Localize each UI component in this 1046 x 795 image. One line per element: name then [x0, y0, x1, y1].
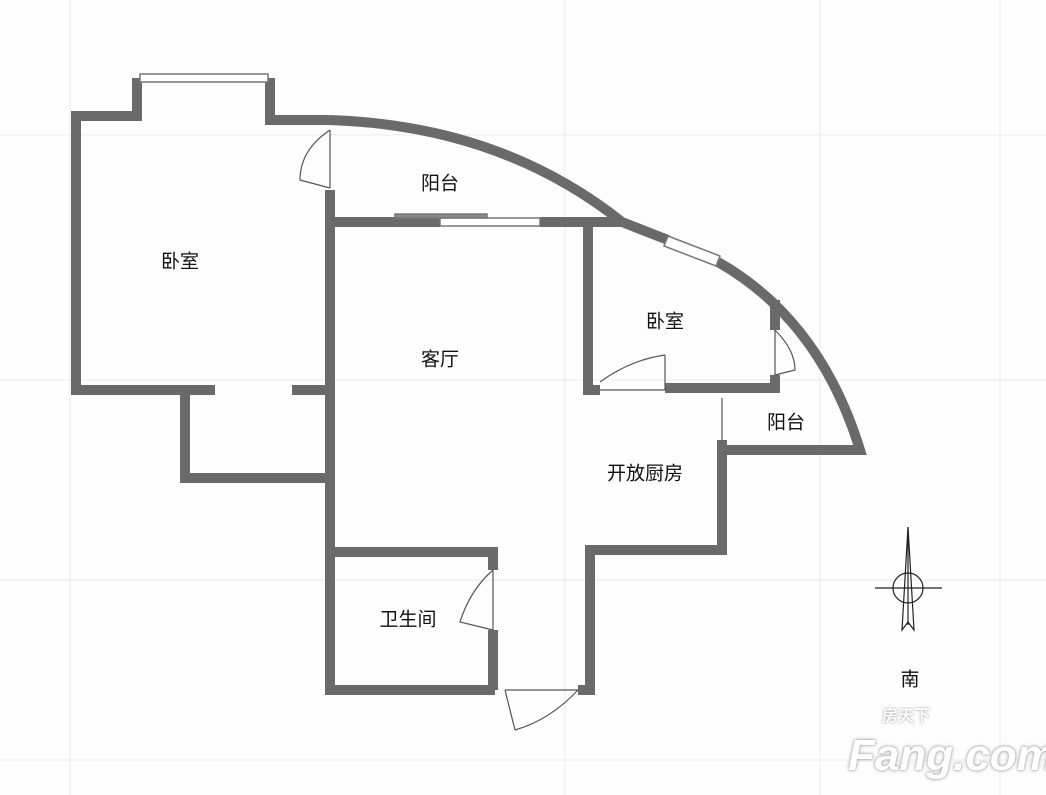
room-label-bedroom-left: 卧室	[160, 250, 200, 273]
windows	[139, 73, 721, 267]
compass-icon	[875, 526, 942, 632]
watermark-chinese: 房天下	[882, 706, 931, 725]
room-label-bedroom-right: 卧室	[645, 310, 685, 333]
watermark-logo: Fang.com	[848, 731, 1046, 780]
compass-direction-label: 南	[900, 668, 920, 691]
walls	[71, 78, 867, 695]
doors	[299, 129, 796, 731]
room-label-open-kitchen: 开放厨房	[606, 462, 684, 485]
room-label-bathroom: 卫生间	[379, 608, 437, 631]
room-label-balcony-top: 阳台	[420, 172, 460, 195]
room-label-balcony-right: 阳台	[766, 411, 806, 434]
room-label-living-room: 客厅	[420, 348, 460, 371]
